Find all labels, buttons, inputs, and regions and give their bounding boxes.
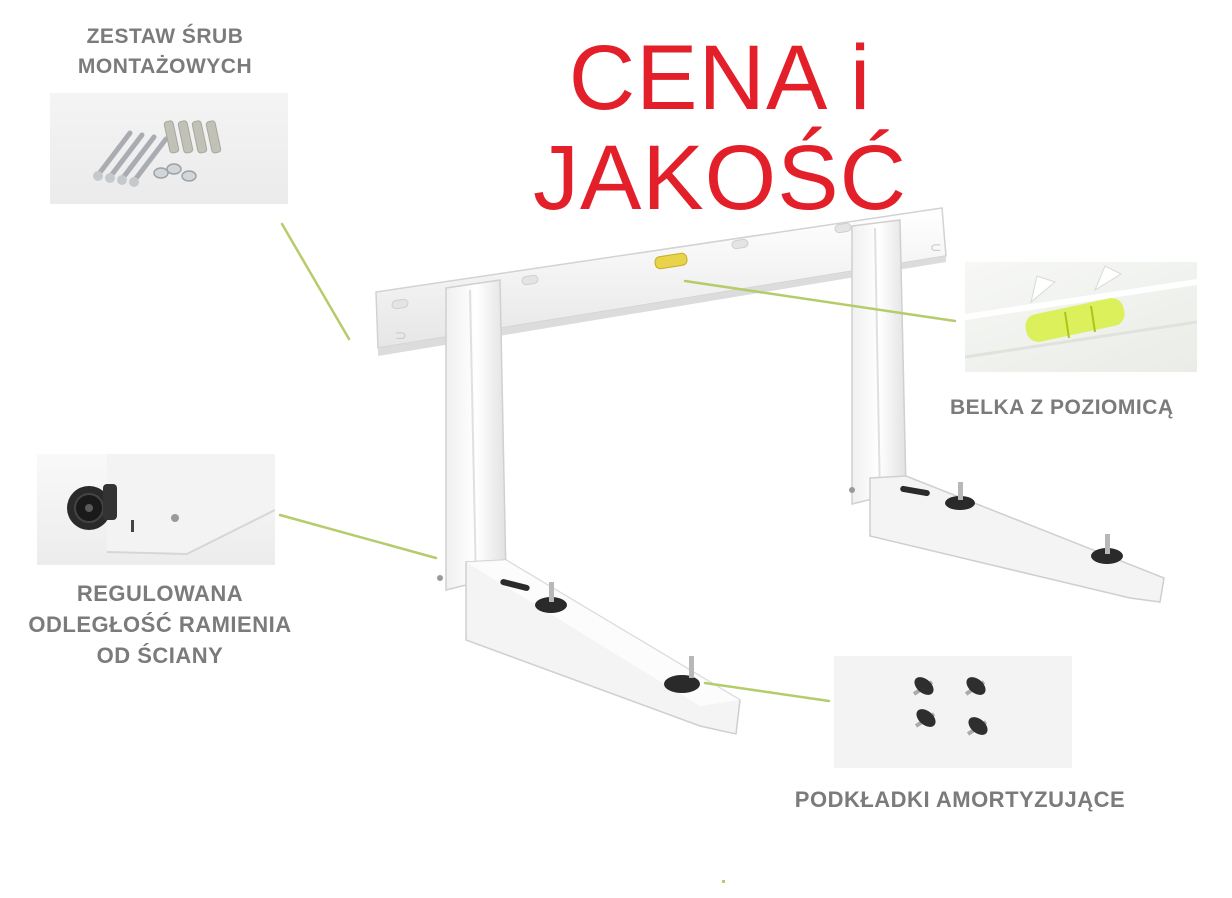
arm-label: REGULOWANA ODLEGŁOŚĆ RAMIENIA OD ŚCIANY — [0, 578, 320, 671]
left-post — [437, 279, 507, 591]
screws-label-line1: ZESTAW ŚRUB — [86, 25, 244, 48]
bubble-level-icon — [654, 252, 688, 270]
screws-label-line2: MONTAŻOWYCH — [77, 55, 253, 78]
headline: CENA i JAKOŚĆ — [532, 27, 908, 229]
svg-text:⊃: ⊃ — [395, 327, 407, 343]
spirit-level-icon — [965, 265, 1197, 359]
stray-dot — [722, 880, 725, 883]
wall-rail: ⊃ ⊂ — [375, 207, 947, 356]
left-arm — [465, 559, 741, 735]
spirit-level-photo — [965, 262, 1197, 372]
svg-text:⊂: ⊂ — [930, 239, 942, 255]
callout-line-pads — [703, 681, 831, 703]
adjustable-arm-photo — [37, 454, 275, 565]
level-label: BELKA Z POZIOMICĄ — [950, 396, 1174, 419]
callout-line-level — [683, 279, 957, 323]
arm-label-line3: OD ŚCIANY — [96, 643, 224, 668]
screws-icon — [93, 120, 222, 187]
callout-line-screws — [280, 222, 351, 341]
screws-label: ZESTAW ŚRUB MONTAŻOWYCH — [40, 22, 290, 82]
arm-label-line2: ODLEGŁOŚĆ RAMIENIA — [28, 612, 292, 637]
right-post — [849, 219, 907, 505]
right-arm — [869, 475, 1165, 603]
pads-label: PODKŁADKI AMORTYZUJĄCE — [794, 787, 1126, 812]
adjustable-arm-icon — [67, 454, 275, 556]
callout-line-arm — [278, 513, 438, 560]
damping-pads-icon — [912, 677, 988, 736]
mounting-screws-photo — [50, 93, 288, 204]
damping-pads-photo — [834, 656, 1072, 768]
arm-label-line1: REGULOWANA — [76, 581, 244, 606]
